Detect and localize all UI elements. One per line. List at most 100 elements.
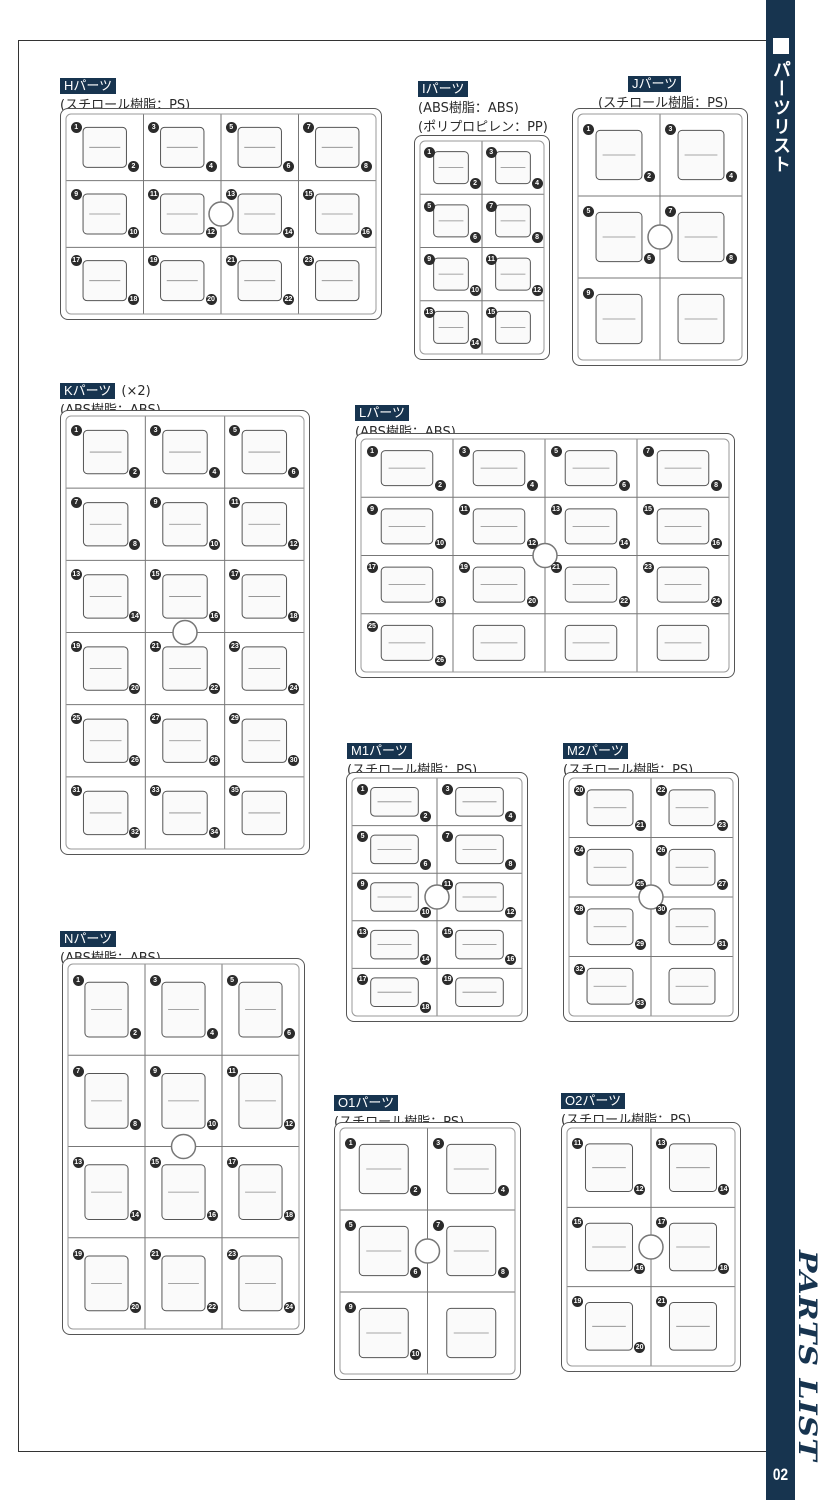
part-number-marker: 4 [206, 1027, 218, 1039]
part-number-marker: 3 [149, 974, 161, 986]
part-number-marker: 24 [710, 596, 722, 608]
part-number-marker: 12 [205, 227, 217, 239]
part-number-marker: 23 [229, 641, 241, 653]
section-label: Jパーツ [628, 76, 682, 92]
material: (スチロール樹脂：PS) [598, 96, 729, 111]
part-number-marker: 28 [208, 755, 220, 767]
part-number-marker: 18 [283, 1210, 295, 1222]
part-number-marker: 33 [634, 998, 646, 1010]
part-number-marker: 30 [655, 904, 667, 916]
section-label: M1パーツ [347, 743, 412, 759]
material: (ポリプロピレン：PP) [418, 120, 548, 135]
part-number-marker: 1 [582, 123, 594, 135]
part-number-marker: 2 [129, 466, 141, 478]
part-number-marker: 19 [148, 255, 160, 267]
part-number-marker: 8 [497, 1267, 509, 1279]
part-number-marker: 10 [208, 538, 220, 550]
part-number-marker: 8 [129, 1119, 141, 1131]
part-number-marker: 21 [550, 562, 562, 574]
part-number-marker: 16 [710, 538, 722, 550]
part-number-marker: 17 [229, 568, 241, 580]
sprue-runners [419, 140, 545, 355]
part-number-marker: 9 [345, 1301, 357, 1313]
part-number-marker: 1 [70, 122, 82, 133]
part-number-marker: 23 [303, 255, 315, 267]
part-number-marker: 28 [573, 904, 585, 916]
part-number-marker: 31 [70, 785, 82, 797]
part-number-marker: 5 [423, 200, 435, 212]
part-number-marker: 5 [226, 974, 238, 986]
part-number-marker: 2 [128, 160, 139, 172]
part-number-marker: 5 [550, 445, 562, 457]
part-number-marker: 20 [129, 683, 141, 695]
part-number-marker: 14 [618, 538, 630, 550]
section-label: O2パーツ [561, 1093, 626, 1109]
part-number-marker: 23 [642, 562, 654, 574]
part-number-marker: 8 [710, 479, 722, 491]
part-number-marker: 4 [208, 466, 220, 478]
part-number-marker: 25 [70, 713, 82, 725]
part-number-marker: 26 [129, 755, 141, 767]
part-number-marker: 14 [129, 1210, 141, 1222]
part-number-marker: 5 [229, 424, 241, 436]
part-number-marker: 32 [129, 827, 141, 839]
part-number-marker: 16 [206, 1210, 218, 1222]
part-number-marker: 15 [303, 188, 315, 200]
part-number-marker: 24 [283, 1301, 295, 1313]
part-number-marker: 19 [72, 1248, 84, 1260]
part-number-marker: 13 [423, 307, 435, 319]
part-number-marker: 14 [283, 227, 294, 239]
part-number-marker: 22 [208, 683, 220, 695]
part-number-marker: 3 [442, 783, 454, 795]
part-number-marker: 18 [128, 294, 139, 305]
part-number-marker: 32 [573, 963, 585, 975]
part-number-marker: 19 [442, 974, 454, 986]
part-number-marker: 30 [288, 755, 300, 767]
section-j: Jパーツ (スチロール樹脂：PS) [598, 73, 728, 111]
part-number-marker: 7 [432, 1219, 444, 1231]
part-number-marker: 22 [206, 1301, 218, 1313]
part-number-marker: 7 [442, 831, 454, 843]
section-i: Iパーツ (ABS樹脂：ABS) (ポリプロピレン：PP) [418, 78, 548, 135]
part-number-marker: 20 [634, 1342, 646, 1354]
part-number-marker: 15 [572, 1216, 584, 1228]
part-number-marker: 6 [410, 1267, 421, 1279]
part-number-marker: 9 [357, 878, 369, 890]
part-number-marker: 12 [505, 906, 516, 918]
part-number-marker: 19 [458, 562, 470, 574]
part-number-marker: 4 [497, 1185, 509, 1197]
part-number-marker: 2 [643, 171, 655, 183]
part-number-marker: 15 [485, 307, 497, 319]
part-number-marker: 21 [634, 819, 646, 831]
sprue-runners [577, 113, 743, 361]
part-number-marker: 13 [70, 568, 82, 580]
part-number-marker: 6 [643, 253, 655, 265]
part-number-marker: 13 [225, 188, 237, 200]
part-number-marker: 10 [469, 284, 481, 296]
part-number-marker: 10 [420, 906, 431, 918]
part-number-marker: 35 [229, 785, 241, 797]
part-number-marker: 27 [716, 879, 728, 891]
part-number-marker: 3 [664, 123, 676, 135]
part-number-marker: 3 [150, 424, 162, 436]
part-number-marker: 7 [642, 445, 654, 457]
sidebar-title-jp: パーツリスト [766, 38, 795, 174]
sprue-runners [566, 1127, 736, 1367]
part-number-marker: 17 [366, 562, 378, 574]
part-number-marker: 19 [70, 641, 82, 653]
part-number-marker: 22 [618, 596, 630, 608]
part-number-marker: 9 [366, 504, 378, 516]
part-number-marker: 17 [226, 1157, 238, 1169]
part-number-marker: 5 [582, 205, 594, 217]
part-number-marker: 16 [634, 1262, 646, 1274]
square-bullet-icon [772, 38, 789, 54]
part-number-marker: 18 [434, 596, 446, 608]
part-number-marker: 6 [469, 231, 481, 243]
part-number-marker: 12 [288, 538, 300, 550]
part-number-marker: 1 [423, 147, 435, 159]
part-number-marker: 24 [288, 683, 300, 695]
